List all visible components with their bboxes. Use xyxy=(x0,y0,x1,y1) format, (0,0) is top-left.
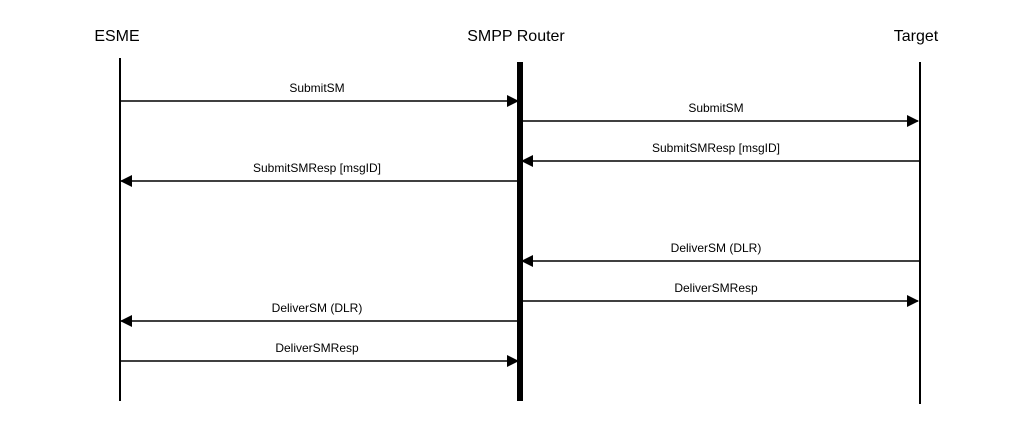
message-label: DeliverSM (DLR) xyxy=(671,241,762,255)
participant-target: Target xyxy=(894,28,939,45)
message-1: SubmitSM xyxy=(120,81,519,107)
message-6: DeliverSMResp xyxy=(522,281,919,307)
message-label: SubmitSMResp [msgID] xyxy=(652,141,780,155)
message-3: SubmitSMResp [msgID] xyxy=(521,141,920,167)
message-label: DeliverSMResp xyxy=(275,341,359,355)
message-label: SubmitSM xyxy=(289,81,344,95)
message-label: SubmitSM xyxy=(688,101,743,115)
message-label: DeliverSMResp xyxy=(674,281,758,295)
message-8: DeliverSMResp xyxy=(120,341,519,367)
message-label: DeliverSM (DLR) xyxy=(272,301,363,315)
message-label: SubmitSMResp [msgID] xyxy=(253,161,381,175)
participant-router: SMPP Router xyxy=(467,28,565,45)
message-7: DeliverSM (DLR) xyxy=(120,301,518,327)
message-2: SubmitSM xyxy=(522,101,919,127)
message-4: SubmitSMResp [msgID] xyxy=(120,161,518,187)
message-5: DeliverSM (DLR) xyxy=(521,241,920,267)
participant-esme: ESME xyxy=(94,28,139,45)
